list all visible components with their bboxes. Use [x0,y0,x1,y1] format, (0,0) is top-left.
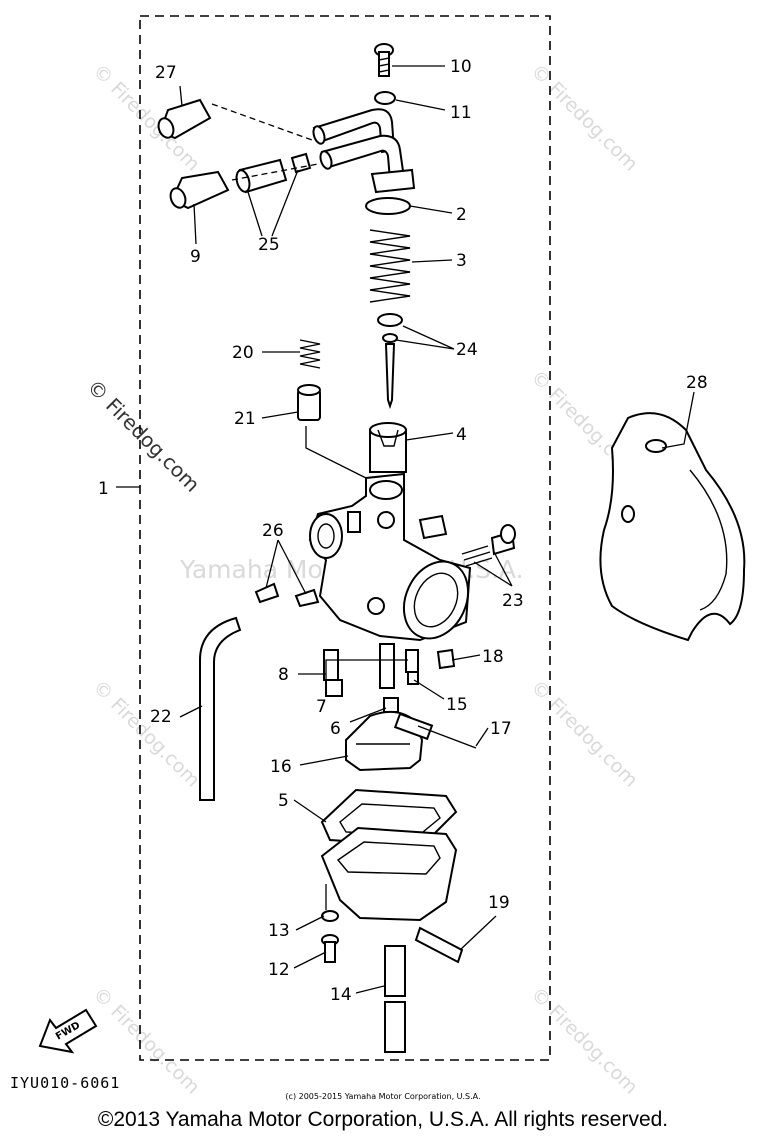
callout-6: 6 [330,719,341,739]
sleeve-25-part [235,152,312,194]
jet-15-part [405,649,419,685]
cover-28-part [599,412,746,642]
callout-19: 19 [488,893,510,913]
washer-11-part [374,91,396,105]
copyright-main: ©2013 Yamaha Motor Corporation, U.S.A. A… [97,1108,669,1131]
screw-21-leader [305,426,375,483]
throttle-valve-4-part [369,422,407,473]
callout-27: 27 [155,63,177,83]
screw-10-part [374,43,394,77]
watermark-low-right: © Firedog.com [526,676,641,791]
float-16-part [345,710,434,772]
callout-18: 18 [482,647,504,667]
drain-screw-19-part [414,926,464,964]
gasket-5-inner [339,803,441,837]
callout-8: 8 [278,665,289,685]
callout-9: 9 [190,247,201,267]
parts: FWD [38,43,746,1054]
callout-21: 21 [234,409,256,429]
callout-28: 28 [686,373,708,393]
callout-20: 20 [232,343,254,363]
callout-10: 10 [450,57,472,77]
callout-15: 15 [446,695,468,715]
cap-27-part [157,98,212,140]
assembly-frame [139,15,551,1061]
callout-12: 12 [268,960,290,980]
fwd-arrow-icon [38,1008,98,1054]
leader-lines [116,65,695,994]
hose-22-part [199,616,242,801]
cable-adjuster-part [312,108,416,194]
jet-8-part [323,649,343,697]
callout-13: 13 [268,921,290,941]
screw-12-part [321,934,339,963]
pin-17-part [417,725,477,749]
washer-13-part [321,910,339,922]
callout-25: 25 [258,235,280,255]
callout-26: 26 [262,521,284,541]
callout-16: 16 [270,757,292,777]
cap-9-part [169,170,230,210]
callouts: 27 10 11 2 3 9 25 24 20 21 4 28 1 26 23 … [98,57,708,1005]
callout-14: 14 [330,985,352,1005]
cable-dash-line [211,103,313,141]
screw-23-part [461,524,516,567]
float-chamber-part [320,826,458,922]
diagram-code: IYU010-6061 [10,1074,120,1092]
spring-20-part [299,339,321,369]
callout-7: 7 [316,697,327,717]
carburetor-body-part [308,472,472,642]
needle-jet-7-part [379,643,395,689]
spring-3-part [369,229,411,303]
callout-3: 3 [456,251,467,271]
screw-21-part [297,384,321,421]
main-jet-6-part [383,697,399,713]
jet-26-part [254,582,320,608]
callout-11: 11 [450,103,472,123]
callout-17: 17 [490,719,512,739]
callout-22: 22 [150,707,172,727]
callout-23: 23 [502,591,524,611]
watermark-low-left: © Firedog.com [88,676,203,791]
cable-dash-line-2 [231,163,319,181]
watermark-bottom-right: © Firedog.com [526,983,641,1098]
callout-2: 2 [456,205,467,225]
copyright-small: (c) 2005-2015 Yamaha Motor Corporation, … [285,1092,481,1101]
o-ring-2-part [365,197,411,215]
screw-18-part [436,648,456,670]
callout-5: 5 [278,791,289,811]
drain-tube-14-part [384,945,406,1053]
needle-24-part [377,313,403,410]
watermark-top-right: © Firedog.com [526,60,641,175]
callout-1: 1 [98,479,109,499]
callout-4: 4 [456,425,467,445]
callout-24: 24 [456,340,478,360]
